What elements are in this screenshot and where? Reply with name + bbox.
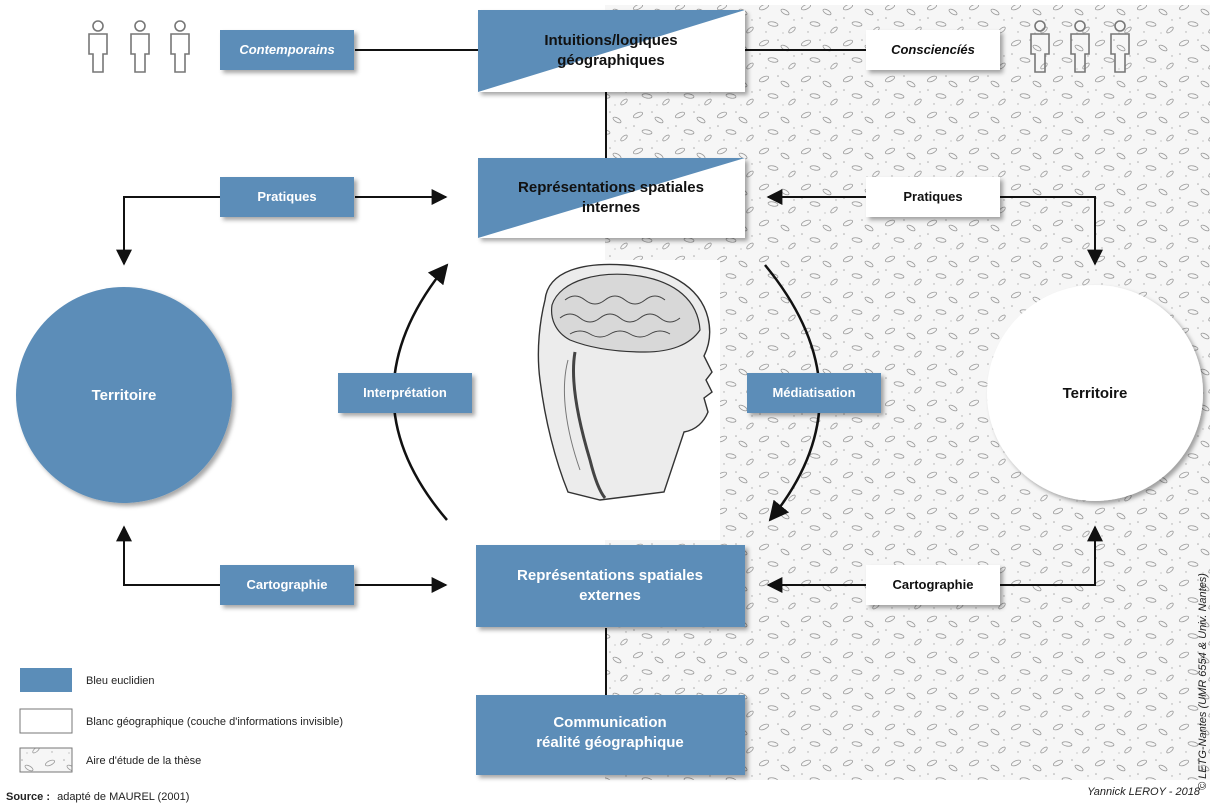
mediatisation-box <box>747 373 881 413</box>
person-icon <box>88 20 108 73</box>
conscientises-box <box>866 30 1000 70</box>
right-cartography-box <box>866 565 1000 605</box>
brain-head-illustration <box>537 263 713 501</box>
legend-pattern-swatch <box>19 747 73 773</box>
left-cartography-box <box>220 565 354 605</box>
intuitions-line1: Intuitions/logiques <box>544 32 677 49</box>
person-icon <box>1030 20 1050 73</box>
person-icon <box>1070 20 1090 73</box>
contemporains-box <box>220 30 354 70</box>
arrow-right-practices-territory <box>1000 196 1103 266</box>
internal-line2: internes <box>582 199 640 216</box>
left-cartography-label: Cartographie <box>247 577 328 592</box>
study-area-pattern <box>605 5 1210 780</box>
left-territory-circle <box>16 287 232 503</box>
legend-blue-label: Bleu euclidien <box>86 675 155 687</box>
intuitions-box <box>478 10 745 92</box>
mediatisation-label: Médiatisation <box>772 385 855 400</box>
intuitions-line2: géographiques <box>557 52 665 69</box>
person-icon <box>1110 20 1130 73</box>
source-text: Source : adapté de MAUREL (2001) <box>6 791 189 803</box>
internal-line1: Représentations spatiales <box>518 179 704 196</box>
people-icons-right <box>1030 20 1130 73</box>
right-cartography-label: Cartographie <box>893 577 974 592</box>
source-label: Source : <box>6 791 50 803</box>
left-practices-label: Pratiques <box>257 189 316 204</box>
external-representations-box <box>476 545 745 627</box>
communication-line1: Communication <box>553 714 666 731</box>
interpretation-label: Interprétation <box>363 385 447 400</box>
left-territory-label: Territoire <box>92 387 157 404</box>
person-icon <box>170 20 190 73</box>
source-value: adapté de MAUREL (2001) <box>57 791 189 803</box>
legend-blue-swatch <box>20 668 72 692</box>
legend-pattern-label: Aire d'étude de la thèse <box>86 755 201 767</box>
interpretation-box <box>338 373 472 413</box>
copyright-text: © LETG-Nantes (UMR 6554 & Univ. Nantes) <box>1197 573 1209 790</box>
arrow-left-cartography-territory <box>116 525 220 586</box>
communication-box <box>476 695 745 775</box>
internal-representations-box <box>478 158 745 238</box>
arrow-right-cartography-territory <box>1000 525 1103 586</box>
people-icons-left <box>88 20 190 73</box>
right-territory-label: Territoire <box>1063 385 1128 402</box>
right-territory-circle <box>987 285 1203 501</box>
external-line1: Représentations spatiales <box>517 567 703 584</box>
right-practices-label: Pratiques <box>903 189 962 204</box>
contemporains-label: Contemporains <box>239 42 334 57</box>
conscientises-label: Consciencíés <box>891 42 975 57</box>
legend-white-label: Blanc géographique (couche d'information… <box>86 716 343 728</box>
communication-line2: réalité géographique <box>536 734 684 751</box>
external-line2: externes <box>579 587 641 604</box>
credit-text: Yannick LEROY - 2018 <box>1087 786 1201 798</box>
person-icon <box>130 20 150 73</box>
legend: Bleu euclidien Blanc géographique (couch… <box>19 668 343 773</box>
left-practices-box <box>220 177 354 217</box>
right-practices-box <box>866 177 1000 217</box>
legend-white-swatch <box>19 708 73 734</box>
arrow-left-practices-territory <box>116 196 220 266</box>
